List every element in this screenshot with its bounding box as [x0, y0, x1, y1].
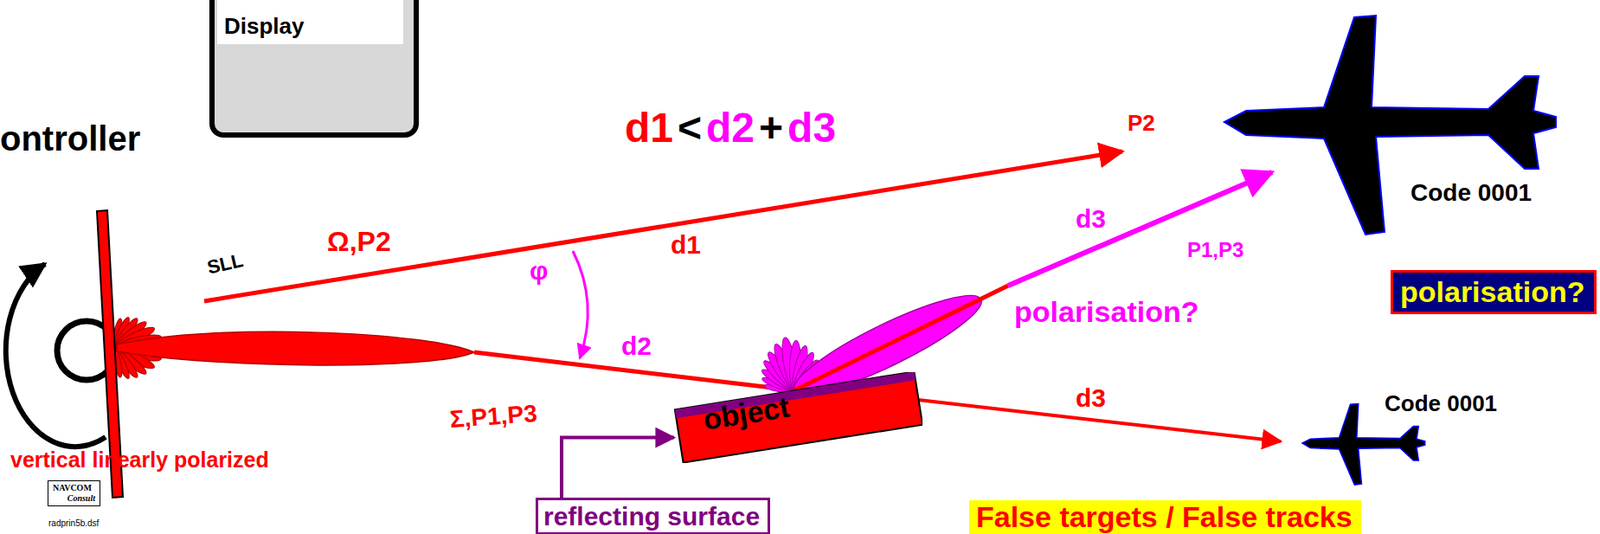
- polarization-note: vertical linearly polarized: [10, 448, 270, 473]
- angle-arc: [572, 250, 588, 359]
- equation-term: d1: [624, 103, 674, 152]
- false-targets-box: False targets / False tracks: [969, 500, 1362, 534]
- node-text: NAVCOM: [52, 482, 96, 494]
- polarisation-note: polarisation?: [1014, 295, 1199, 328]
- distance-label: d3: [1075, 204, 1106, 233]
- leader-arrow: [561, 437, 675, 498]
- engine: [1336, 80, 1364, 93]
- file-name: radprin5b.dsf: [48, 518, 99, 528]
- main-beam: [116, 331, 475, 366]
- display-screen: Display: [209, 0, 419, 138]
- channel-label: Σ,P1,P3: [449, 400, 539, 434]
- distance-label: d2: [621, 331, 652, 360]
- object-block: [674, 372, 923, 463]
- reflected-path-to-aircraft: [1008, 172, 1273, 286]
- sidelobe-label: SLL: [205, 250, 245, 279]
- node-text: Display: [217, 0, 404, 45]
- code-label: Code 0001: [1410, 179, 1532, 207]
- reflecting-surface-box: reflecting surface: [535, 497, 771, 534]
- channel-label: Ω,P2: [327, 226, 392, 258]
- node-text: polarisation?: [1400, 275, 1588, 309]
- pulse-label: P2: [1127, 110, 1156, 136]
- distance-label: d1: [670, 230, 701, 259]
- object-body: [674, 372, 923, 463]
- controller-label: ontroller: [0, 119, 141, 158]
- engine: [1340, 154, 1369, 167]
- distance-label: d3: [1075, 383, 1106, 412]
- real-aircraft: [1224, 15, 1556, 235]
- equation-term: +: [758, 103, 784, 152]
- equation-term: <: [677, 103, 702, 152]
- code-label: Code 0001: [1384, 391, 1498, 417]
- company-logo: NAVCOMConsult: [47, 480, 101, 507]
- pulse-label: P1,P3: [1187, 238, 1244, 262]
- reflecting-object: object: [674, 372, 923, 463]
- node-text: False targets / False tracks: [976, 501, 1355, 534]
- angle-label: φ: [529, 256, 548, 285]
- polarisation-box: polarisation?: [1390, 269, 1597, 315]
- equation-term: d3: [787, 103, 836, 152]
- node-text: Consult: [52, 493, 96, 504]
- direct-path: [204, 151, 1123, 302]
- equation-term: d2: [706, 103, 755, 152]
- node-text: reflecting surface: [543, 501, 763, 531]
- distance-equation: d1<d2+d3: [624, 103, 836, 152]
